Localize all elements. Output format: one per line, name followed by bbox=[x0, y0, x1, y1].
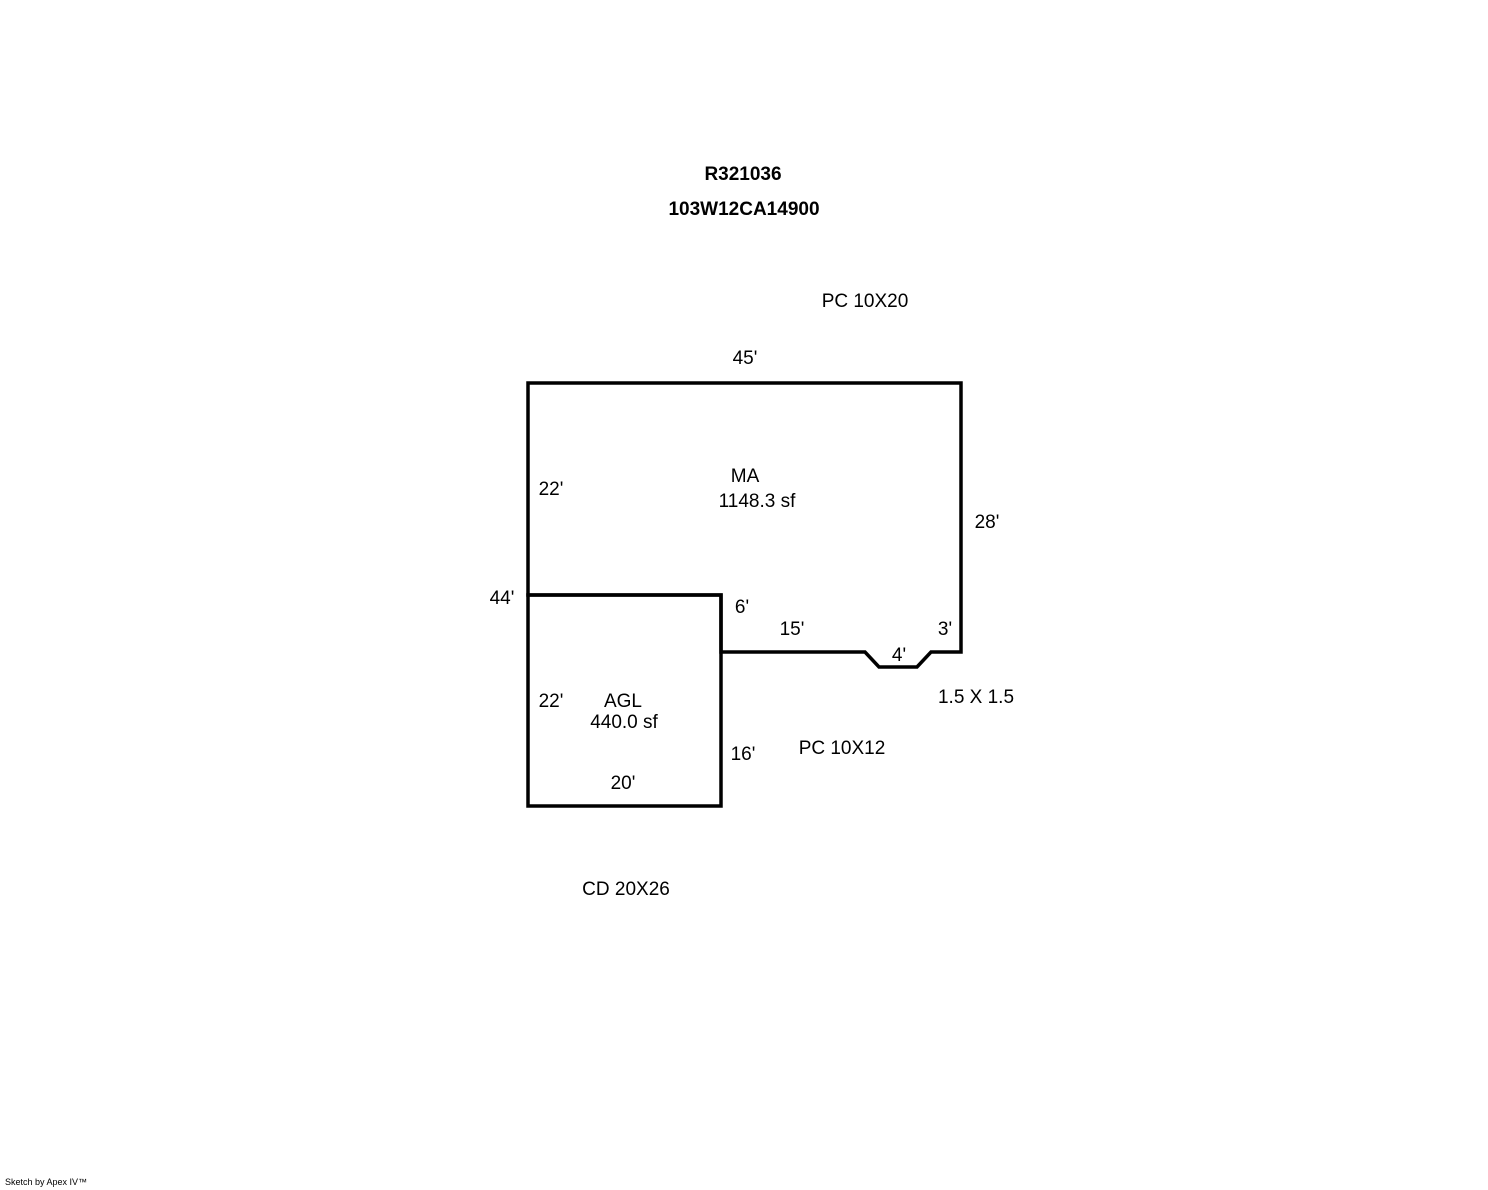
dim-right-return: 3' bbox=[937, 619, 953, 640]
dim-right: 28' bbox=[974, 512, 1000, 533]
dim-total-left: 44' bbox=[489, 588, 515, 609]
agl-area: 440.0 sf bbox=[590, 712, 658, 733]
dim-agl-bottom: 20' bbox=[610, 773, 636, 794]
agl-label: AGL bbox=[603, 691, 643, 712]
parcel-id: R321036 bbox=[704, 164, 782, 185]
agl-outline bbox=[526, 593, 723, 808]
ma-outline bbox=[526, 381, 963, 669]
map-number: 103W12CA14900 bbox=[668, 199, 820, 220]
ma-area: 1148.3 sf bbox=[718, 491, 796, 512]
ma-label: MA bbox=[730, 466, 760, 487]
footer-credit: Sketch by Apex IV™ bbox=[5, 1177, 88, 1187]
pc-top-label: PC 10X20 bbox=[821, 291, 909, 312]
dim-agl-right: 16' bbox=[730, 744, 756, 765]
dim-top: 45' bbox=[732, 348, 758, 369]
bay-label: 1.5 X 1.5 bbox=[937, 687, 1015, 708]
dim-step: 6' bbox=[734, 597, 750, 618]
pc-bottom-label: PC 10X12 bbox=[798, 738, 886, 759]
dim-agl-left: 22' bbox=[538, 691, 564, 712]
cd-label: CD 20X26 bbox=[582, 879, 670, 900]
dim-bottom-run: 15' bbox=[779, 619, 805, 640]
dim-bay-width: 4' bbox=[891, 645, 907, 666]
dim-ma-left: 22' bbox=[538, 479, 564, 500]
